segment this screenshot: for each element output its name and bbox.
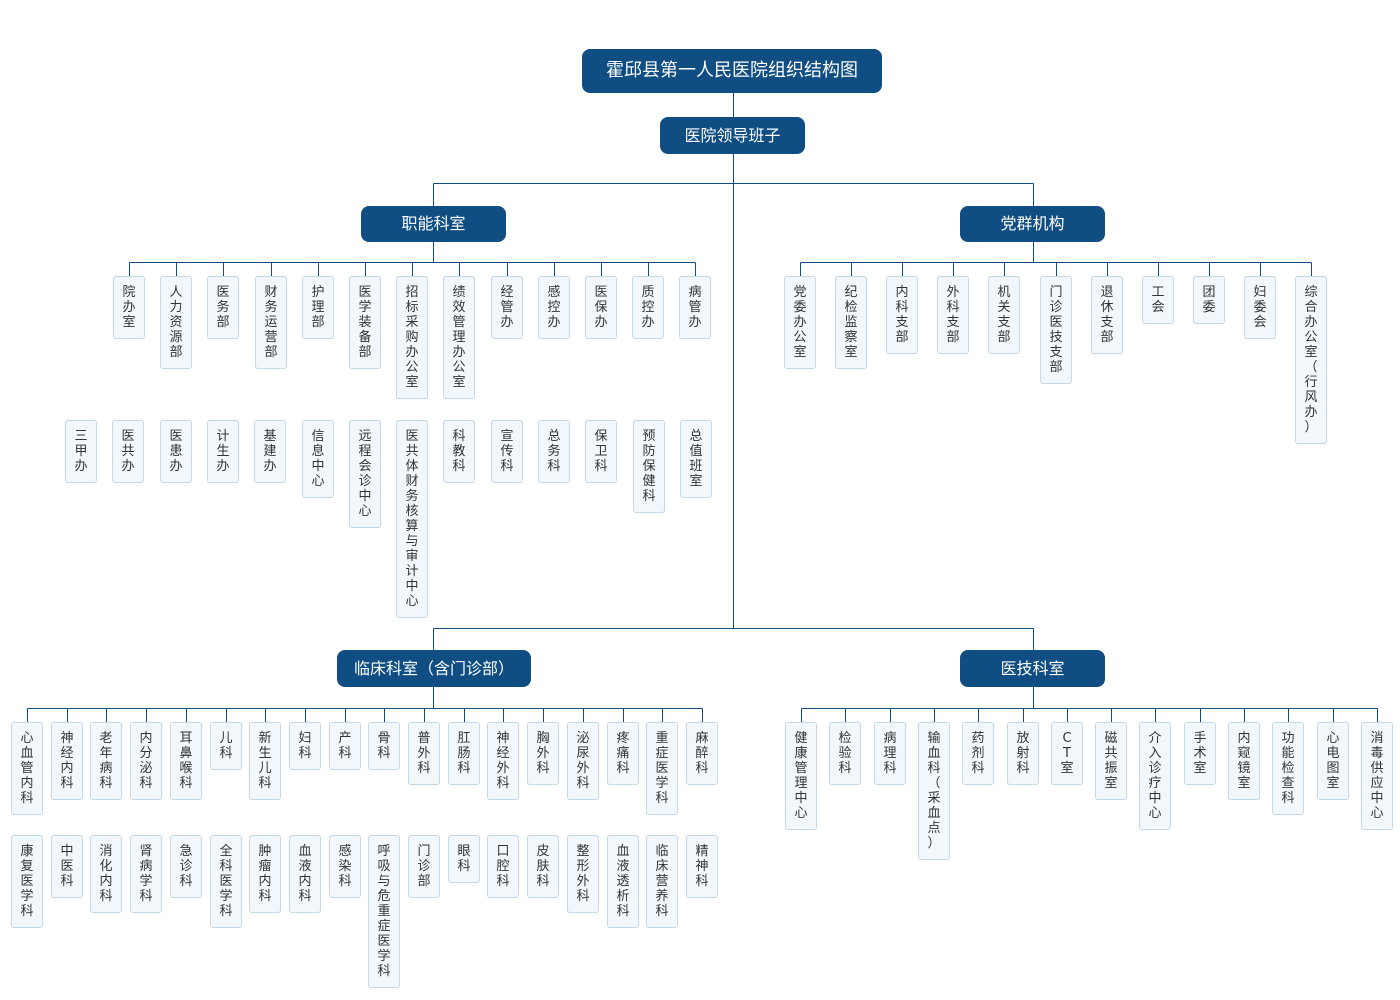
clinical-dept-row2-17: 临床营养科 [646, 835, 678, 928]
clinical-dept-row1-11: 普外科 [408, 722, 440, 785]
clinical-dept-row1-12: 肛肠科 [448, 722, 480, 785]
clinical-dept-row1-10: 骨科 [368, 722, 400, 770]
party-header: 党群机构 [960, 206, 1105, 242]
clinical-dept-row1-7: 新生儿科 [249, 722, 281, 800]
functional-dept-row2-11: 总务科 [538, 420, 570, 483]
clinical-dept-row1-4: 内分泌科 [130, 722, 162, 800]
medtech-dept-row1-3: 病理科 [874, 722, 906, 785]
functional-dept-row2-12: 保卫科 [585, 420, 617, 483]
medtech-dept-row1-7: CT室 [1051, 722, 1083, 785]
medtech-dept-row1-9: 介入诊疗中心 [1139, 722, 1171, 830]
functional-dept-row1-5: 护理部 [302, 276, 334, 339]
medtech-dept-row1-1: 健康管理中心 [785, 722, 817, 830]
clinical-dept-row2-6: 全科医学科 [210, 835, 242, 928]
functional-dept-row1-2: 人力资源部 [160, 276, 192, 369]
party-dept-row1-4: 外科支部 [937, 276, 969, 354]
clinical-header: 临床科室（含门诊部） [337, 650, 531, 687]
party-dept-row1-9: 团委 [1193, 276, 1225, 324]
medtech-dept-row1-13: 心电图室 [1317, 722, 1349, 800]
functional-dept-row1-13: 病管办 [679, 276, 711, 339]
functional-dept-row2-1: 三甲办 [65, 420, 97, 483]
clinical-dept-row2-15: 整形外科 [567, 835, 599, 913]
clinical-dept-row2-12: 眼科 [448, 835, 480, 883]
medtech-dept-row1-4: 输血科（采血点） [918, 722, 950, 860]
clinical-dept-row1-6: 儿科 [210, 722, 242, 770]
functional-dept-row2-10: 宣传科 [491, 420, 523, 483]
functional-dept-row2-5: 基建办 [254, 420, 286, 483]
functional-dept-row2-8: 医共体财务核算与审计中心 [396, 420, 428, 618]
clinical-dept-row2-5: 急诊科 [170, 835, 202, 898]
clinical-dept-row2-3: 消化内科 [90, 835, 122, 913]
functional-dept-row1-12: 质控办 [632, 276, 664, 339]
medtech-dept-row1-8: 磁共振室 [1095, 722, 1127, 800]
clinical-dept-row1-17: 重症医学科 [646, 722, 678, 815]
clinical-dept-row1-18: 麻醉科 [686, 722, 718, 785]
functional-dept-row1-9: 经管办 [491, 276, 523, 339]
clinical-dept-row2-16: 血液透析科 [607, 835, 639, 928]
functional-dept-row2-7: 远程会诊中心 [349, 420, 381, 528]
clinical-dept-row2-7: 肿瘤内科 [249, 835, 281, 913]
functional-dept-row2-2: 医共办 [112, 420, 144, 483]
functional-dept-row1-6: 医学装备部 [349, 276, 381, 369]
clinical-dept-row1-13: 神经外科 [487, 722, 519, 800]
clinical-dept-row2-8: 血液内科 [289, 835, 321, 913]
clinical-dept-row1-14: 胸外科 [527, 722, 559, 785]
functional-dept-row2-3: 医患办 [160, 420, 192, 483]
clinical-dept-row2-14: 皮肤科 [527, 835, 559, 898]
clinical-dept-row1-1: 心血管内科 [11, 722, 43, 815]
functional-dept-row2-4: 计生办 [207, 420, 239, 483]
functional-dept-row1-1: 院办室 [113, 276, 145, 339]
functional-dept-row1-3: 医务部 [207, 276, 239, 339]
medtech-header: 医技科室 [960, 650, 1105, 687]
clinical-dept-row2-18: 精神科 [686, 835, 718, 898]
party-dept-row1-7: 退休支部 [1091, 276, 1123, 354]
party-dept-row1-5: 机关支部 [988, 276, 1020, 354]
clinical-dept-row2-4: 肾病学科 [130, 835, 162, 913]
functional-dept-row1-11: 医保办 [585, 276, 617, 339]
clinical-dept-row1-15: 泌尿外科 [567, 722, 599, 800]
medtech-dept-row1-6: 放射科 [1007, 722, 1039, 785]
party-dept-row1-1: 党委办公室 [784, 276, 816, 369]
clinical-dept-row2-11: 门诊部 [408, 835, 440, 898]
chart-title: 霍邱县第一人民医院组织结构图 [582, 49, 882, 93]
clinical-dept-row1-5: 耳鼻喉科 [170, 722, 202, 800]
clinical-dept-row2-2: 中医科 [51, 835, 83, 898]
functional-dept-row1-8: 绩效管理办公室 [443, 276, 475, 399]
medtech-dept-row1-14: 消毒供应中心 [1361, 722, 1393, 830]
clinical-dept-row1-16: 疼痛科 [607, 722, 639, 785]
functional-dept-row2-9: 科教科 [443, 420, 475, 483]
medtech-dept-row1-12: 功能检查科 [1272, 722, 1304, 815]
clinical-dept-row1-3: 老年病科 [90, 722, 122, 800]
party-dept-row1-10: 妇委会 [1244, 276, 1276, 339]
medtech-dept-row1-10: 手术室 [1184, 722, 1216, 785]
medtech-dept-row1-11: 内窥镜室 [1228, 722, 1260, 800]
functional-dept-row1-10: 感控办 [538, 276, 570, 339]
clinical-dept-row1-2: 神经内科 [51, 722, 83, 800]
medtech-dept-row1-5: 药剂科 [962, 722, 994, 785]
clinical-dept-row2-13: 口腔科 [487, 835, 519, 898]
functional-dept-row1-7: 招标采购办公室 [396, 276, 428, 399]
clinical-dept-row2-10: 呼吸与危重症医学科 [368, 835, 400, 988]
clinical-dept-row2-9: 感染科 [329, 835, 361, 898]
functional-dept-row2-13: 预防保健科 [633, 420, 665, 513]
functional-dept-row2-14: 总值班室 [680, 420, 712, 498]
functional-dept-row1-4: 财务运营部 [255, 276, 287, 369]
functional-dept-row2-6: 信息中心 [302, 420, 334, 498]
clinical-dept-row1-8: 妇科 [289, 722, 321, 770]
clinical-dept-row2-1: 康复医学科 [11, 835, 43, 928]
party-dept-row1-8: 工会 [1142, 276, 1174, 324]
party-dept-row1-6: 门诊医技支部 [1040, 276, 1072, 384]
party-dept-row1-11: 综合办公室（行风办） [1295, 276, 1327, 444]
leadership-node: 医院领导班子 [660, 117, 805, 154]
party-dept-row1-3: 内科支部 [886, 276, 918, 354]
party-dept-row1-2: 纪检监察室 [835, 276, 867, 369]
medtech-dept-row1-2: 检验科 [829, 722, 861, 785]
functional-header: 职能科室 [361, 206, 506, 242]
clinical-dept-row1-9: 产科 [329, 722, 361, 770]
